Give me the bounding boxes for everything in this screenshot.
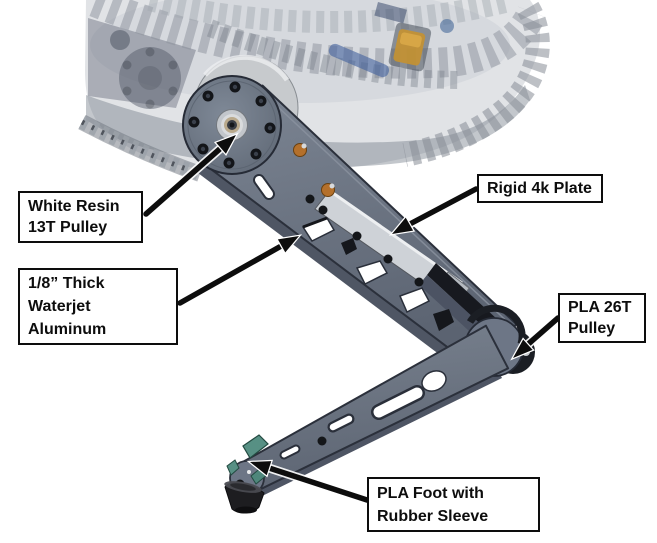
arrow-rigid-4k-plate — [388, 184, 481, 236]
callout-white-resin-13t-pulley: White Resin 13T Pulley — [18, 191, 143, 243]
blue-bearing — [440, 19, 454, 33]
lower-link-cutouts — [279, 370, 447, 460]
callout-rigid-4k-plate: Rigid 4k Plate — [477, 174, 603, 203]
pulley-highlight — [203, 54, 290, 82]
blue-shaft — [328, 43, 390, 78]
motor-block — [388, 22, 432, 72]
lower-link-screw — [317, 436, 327, 446]
callout-text: 1/8” Thick — [28, 275, 105, 292]
track-lower-chain — [78, 114, 203, 182]
rubber-sleeve-foot — [224, 481, 265, 514]
foot-pin-hole — [247, 470, 251, 474]
callout-text: Pulley — [568, 320, 616, 337]
callout-text: Rubber Sleeve — [377, 507, 489, 525]
track-right-curl — [402, 1, 550, 167]
upper-link-cutouts — [253, 174, 454, 331]
callout-text: Rigid 4k Plate — [487, 180, 592, 197]
belt-wrap — [466, 304, 526, 345]
arrow-white-resin-pulley — [141, 132, 239, 219]
hip-screws — [188, 81, 276, 169]
orange-standoffs — [293, 143, 335, 197]
callout-text: 13T Pulley — [28, 219, 108, 236]
callout-text: Waterjet — [28, 298, 91, 315]
track-top-band — [147, 0, 508, 33]
navy-bracket — [374, 2, 407, 24]
frame-hole — [110, 30, 130, 50]
callout-pla-foot-rubber-sleeve: PLA Foot with Rubber Sleeve — [367, 477, 540, 532]
callout-text: Aluminum — [28, 321, 107, 338]
callout-pla-26t-pulley: PLA 26T Pulley — [558, 293, 646, 343]
hip-bearing — [216, 109, 248, 141]
frame-plate — [88, 18, 196, 108]
callout-waterjet-aluminum: 1/8” Thick Waterjet Aluminum — [18, 268, 178, 345]
drive-sprocket — [119, 47, 181, 109]
leg-assembly — [182, 54, 535, 514]
upper-link-edge-highlight — [261, 91, 515, 329]
arrow-pla-26t-pulley — [510, 313, 563, 361]
track-mid-band — [206, 19, 461, 89]
arrow-waterjet-aluminum — [175, 234, 303, 308]
arrow-pla-foot — [246, 459, 372, 505]
callout-arrows — [141, 132, 563, 505]
hip-pulley-plate — [182, 75, 282, 175]
callout-text: White Resin — [28, 198, 120, 215]
callout-text: PLA 26T — [568, 299, 632, 316]
callout-text: PLA Foot with — [377, 484, 484, 502]
upper-link-screws — [305, 194, 424, 287]
